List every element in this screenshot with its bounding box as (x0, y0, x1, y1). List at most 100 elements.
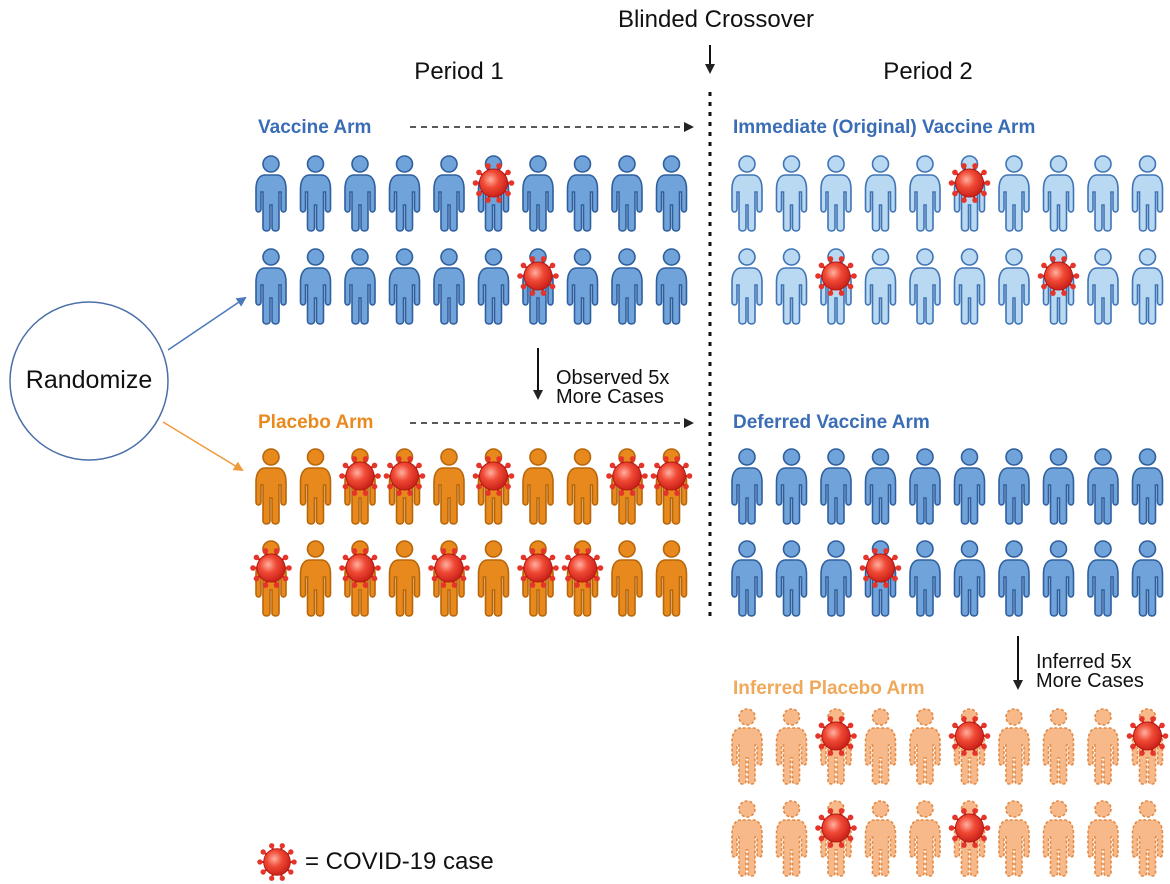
deferred-arm-person-r2-c3 (820, 540, 852, 617)
inferred-arm-person-r1-c3 (815, 708, 857, 785)
vaccine-arm-person-r2-c1 (255, 248, 287, 325)
immediate-arm-person-r1-c1 (731, 155, 763, 232)
immediate-arm-person-r1-c4 (864, 155, 897, 232)
placebo-arm-person-r2-c8-covid-case-icon (561, 548, 604, 588)
inferred-arm-person-r2-c6-covid-case-icon (948, 808, 991, 848)
vaccine-arm-label: Vaccine Arm (258, 117, 372, 138)
placebo-arm-person-r2-c5 (428, 540, 470, 617)
vaccine-arm-person-r1-c7 (522, 155, 554, 232)
immediate-arm-person-r2-c7 (998, 248, 1030, 325)
inferred-note: Inferred 5x More Cases (1036, 651, 1144, 691)
placebo-arm-person-r1-c4-covid-case-icon (383, 456, 426, 496)
vaccine-arm-person-r2-c7 (517, 248, 559, 325)
immediate-arm-person-r2-c6 (953, 248, 986, 325)
placebo-arm-person-r1-c4 (383, 448, 426, 525)
inferred-arm-person-r1-c6-covid-case-icon (948, 716, 991, 756)
placebo-arm-person-r1-c3-covid-case-icon (339, 456, 381, 496)
inferred-arm-person-r2-c3 (815, 800, 857, 877)
placebo-arm-person-r2-c7 (517, 540, 559, 617)
immediate-arm-person-r2-c4 (864, 248, 897, 325)
immediate-arm-person-r1-c3 (820, 155, 852, 232)
placebo-arm-person-r1-c10-covid-case-icon (650, 456, 693, 496)
vaccine-arm-person-r1-c8 (566, 155, 599, 232)
vaccine-arm-person-r2-c6 (477, 248, 510, 325)
inferred-arm-person-r2-c6 (948, 800, 991, 877)
immediate-arm-person-r2-c2 (775, 248, 808, 325)
placebo-arm-person-r2-c1 (250, 540, 292, 617)
deferred-arm-person-r1-c6 (953, 448, 986, 525)
placebo-arm-person-r1-c6 (472, 448, 515, 525)
placebo-arm-person-r2-c2 (299, 540, 332, 617)
inferred-arm-person-r1-c6 (948, 708, 991, 785)
immediate-arm-person-r1-c5 (909, 155, 941, 232)
observed-note-line-2: More Cases (556, 386, 664, 408)
randomize-label: Randomize (25, 366, 153, 394)
deferred-arm-person-r1-c7 (998, 448, 1030, 525)
placebo-arm-person-r2-c1-covid-case-icon (250, 548, 292, 588)
immediate-arm-person-r2-c8-covid-case-icon (1037, 256, 1080, 296)
deferred-arm-person-r2-c8 (1042, 540, 1075, 617)
vaccine-arm-person-r2-c10 (655, 248, 688, 325)
deferred-arm-person-r1-c4 (864, 448, 897, 525)
placebo-arm-person-r2-c6 (477, 540, 510, 617)
placebo-arm-person-r1-c6-covid-case-icon (472, 456, 515, 496)
deferred-vaccine-arm-label: Deferred Vaccine Arm (733, 412, 930, 433)
inferred-arm-person-r2-c3-covid-case-icon (815, 808, 857, 848)
inferred-arm-person-r2-c5 (909, 800, 941, 877)
placebo-arm-person-r1-c1 (255, 448, 287, 525)
placebo-arm-person-r1-c10 (650, 448, 693, 525)
observed-note-line-1: Observed 5x (556, 367, 670, 389)
inferred-arm-person-r1-c10-covid-case-icon (1126, 716, 1169, 756)
vaccine-arm-person-r1-c9 (611, 155, 643, 232)
legend-icon-layer (257, 843, 297, 881)
placebo-arm-person-r2-c3-covid-case-icon (339, 548, 381, 588)
inferred-arm-person-r2-c2 (775, 800, 808, 877)
placebo-arm-person-r1-c3 (339, 448, 381, 525)
deferred-arm-person-r1-c3 (820, 448, 852, 525)
vaccine-arm-person-r2-c4 (388, 248, 421, 325)
legend-text: = COVID-19 case (305, 848, 494, 875)
placebo-arm-person-r2-c5-covid-case-icon (428, 548, 470, 588)
vaccine-arm-person-r2-c3 (344, 248, 376, 325)
placebo-arm-person-r1-c9-covid-case-icon (606, 456, 648, 496)
deferred-arm-person-r1-c9 (1087, 448, 1119, 525)
period-1-label: Period 1 (414, 58, 504, 85)
vaccine-arm-person-r2-c5 (433, 248, 465, 325)
immediate-arm-person-r2-c3-covid-case-icon (815, 256, 857, 296)
immediate-arm-person-r1-c9 (1087, 155, 1119, 232)
deferred-arm-person-r2-c1 (731, 540, 763, 617)
vaccine-arm-person-r2-c9 (611, 248, 643, 325)
deferred-arm-person-r2-c5 (909, 540, 941, 617)
randomize-circle (9, 301, 169, 461)
inferred-arm-person-r2-c1 (731, 800, 763, 877)
deferred-arm-person-r1-c10 (1131, 448, 1164, 525)
inferred-arm-person-r1-c10 (1126, 708, 1169, 785)
randomize-to-vaccine-arrow (167, 296, 247, 351)
placebo-arm-person-r2-c8 (561, 540, 604, 617)
immediate-arm-person-r1-c6 (948, 155, 991, 232)
immediate-arm-person-r1-c7 (998, 155, 1030, 232)
inferred-note-line-1: Inferred 5x (1036, 651, 1132, 673)
vaccine-arm-person-r2-c2 (299, 248, 332, 325)
placebo-arm-person-r1-c7 (522, 448, 554, 525)
vaccine-arm-person-r2-c8 (566, 248, 599, 325)
deferred-arm-person-r1-c5 (909, 448, 941, 525)
vaccine-arm-person-r1-c1 (255, 155, 287, 232)
inferred-arm-person-r1-c2 (775, 708, 808, 785)
inferred-arm-person-r1-c7 (998, 708, 1030, 785)
immediate-arm-person-r1-c8 (1042, 155, 1075, 232)
immediate-arm-person-r2-c1 (731, 248, 763, 325)
deferred-arm-person-r1-c1 (731, 448, 763, 525)
inferred-placebo-arm-label: Inferred Placebo Arm (733, 678, 925, 699)
observed-note: Observed 5x More Cases (556, 367, 670, 408)
placebo-arm-person-r1-c8 (566, 448, 599, 525)
placebo-arm-label: Placebo Arm (258, 412, 374, 433)
placebo-arm-person-r2-c9 (611, 540, 643, 617)
placebo-arm-person-r2-c7-covid-case-icon (517, 548, 559, 588)
immediate-arm-person-r1-c10 (1131, 155, 1164, 232)
inferred-arm-person-r1-c9 (1087, 708, 1119, 785)
immediate-arm-person-r2-c10 (1131, 248, 1164, 325)
deferred-arm-person-r2-c9 (1087, 540, 1119, 617)
